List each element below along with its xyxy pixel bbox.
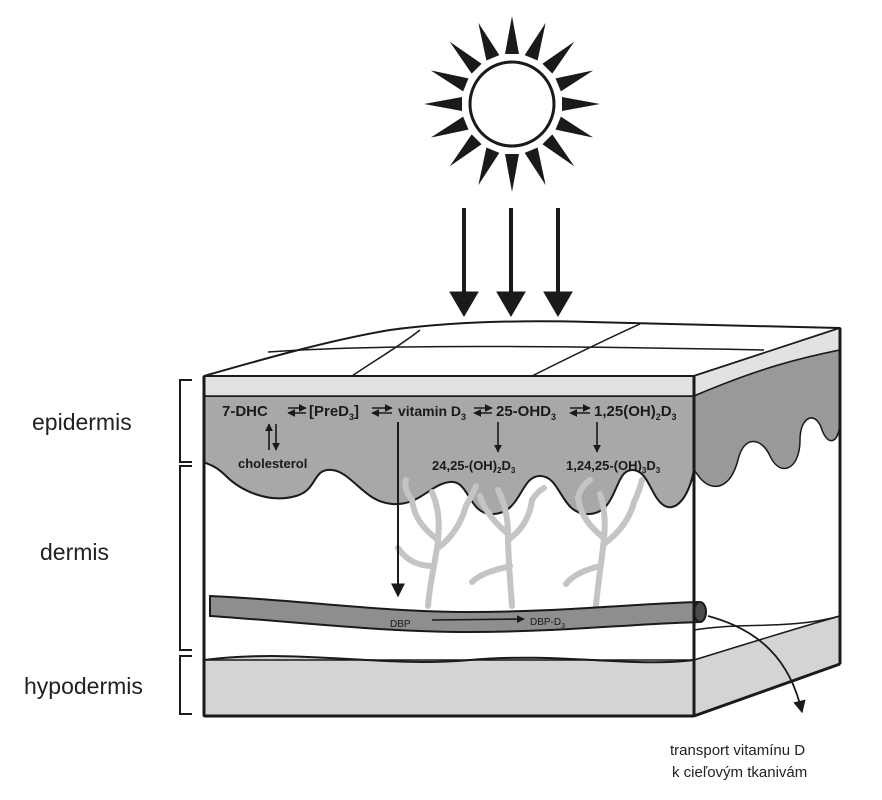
sun-ray xyxy=(562,97,600,111)
caption-line-1: transport vitamínu D xyxy=(670,742,805,759)
sun-disc xyxy=(468,60,556,148)
sun-ray xyxy=(449,41,482,74)
sun-ray xyxy=(430,116,469,138)
epidermis-layer xyxy=(203,395,695,516)
sun-ray xyxy=(449,134,482,167)
sun-ray xyxy=(505,16,519,54)
sun-ray xyxy=(524,147,546,186)
sun-ray xyxy=(542,41,575,74)
sun-rays xyxy=(424,16,600,192)
label-epidermis: epidermis xyxy=(32,409,132,435)
layer-brackets xyxy=(179,379,192,715)
sun-icon xyxy=(424,16,600,192)
eq-arrow-4 xyxy=(569,404,591,417)
sun-ray xyxy=(505,154,519,192)
label-dermis: dermis xyxy=(40,539,109,565)
sun-ray xyxy=(430,70,469,92)
compound-7-dhc: 7-DHC xyxy=(222,403,268,420)
uv-radiation-arrows xyxy=(449,208,573,317)
arrow-transport-out xyxy=(707,615,806,714)
eq-arrow-3 xyxy=(473,404,493,417)
label-dbp-d3: DBP-D3 xyxy=(530,617,565,630)
hypodermis-layer xyxy=(203,655,695,717)
sun-ray xyxy=(555,70,594,92)
skin-block-outline xyxy=(202,328,842,718)
side-lower-line xyxy=(693,615,841,631)
surface-grid xyxy=(267,323,765,377)
sun-ray xyxy=(478,22,500,61)
skin-surface-top xyxy=(203,320,841,377)
sun-ray xyxy=(424,97,462,111)
compound-1-24-25-oh3d3: 1,24,25-(OH)3D3 xyxy=(566,458,661,475)
capillaries xyxy=(395,477,645,609)
compound-24-25-oh2d3: 24,25-(OH)2D3 xyxy=(432,458,516,475)
blood-vessel xyxy=(209,594,707,634)
stratum-corneum xyxy=(203,375,695,397)
sun-ray xyxy=(478,147,500,186)
sun-ray xyxy=(555,116,594,138)
compound-pred3: [PreD3] xyxy=(309,403,359,422)
eq-arrow-2 xyxy=(371,404,393,417)
cholesterol-arrows xyxy=(265,423,280,451)
eq-arrow-1 xyxy=(287,404,307,417)
side-epidermis xyxy=(693,349,841,487)
vessel-end xyxy=(693,601,707,623)
compound-25-ohd3: 25-OHD3 xyxy=(496,403,556,422)
label-hypodermis: hypodermis xyxy=(24,673,143,699)
caption-line-2: k cieľovým tkanivám xyxy=(672,764,807,781)
label-dbp: DBP xyxy=(390,619,411,630)
sun-ray xyxy=(542,134,575,167)
sun-ray xyxy=(524,22,546,61)
compound-vitamin-d3: vitamin D3 xyxy=(398,403,466,422)
side-hypodermis xyxy=(693,615,841,718)
equilibrium-arrows xyxy=(287,404,591,417)
arrow-dbp-binding xyxy=(431,615,525,624)
compound-cholesterol: cholesterol xyxy=(238,456,307,471)
compound-1-25-oh2d3: 1,25(OH)2D3 xyxy=(594,403,677,422)
